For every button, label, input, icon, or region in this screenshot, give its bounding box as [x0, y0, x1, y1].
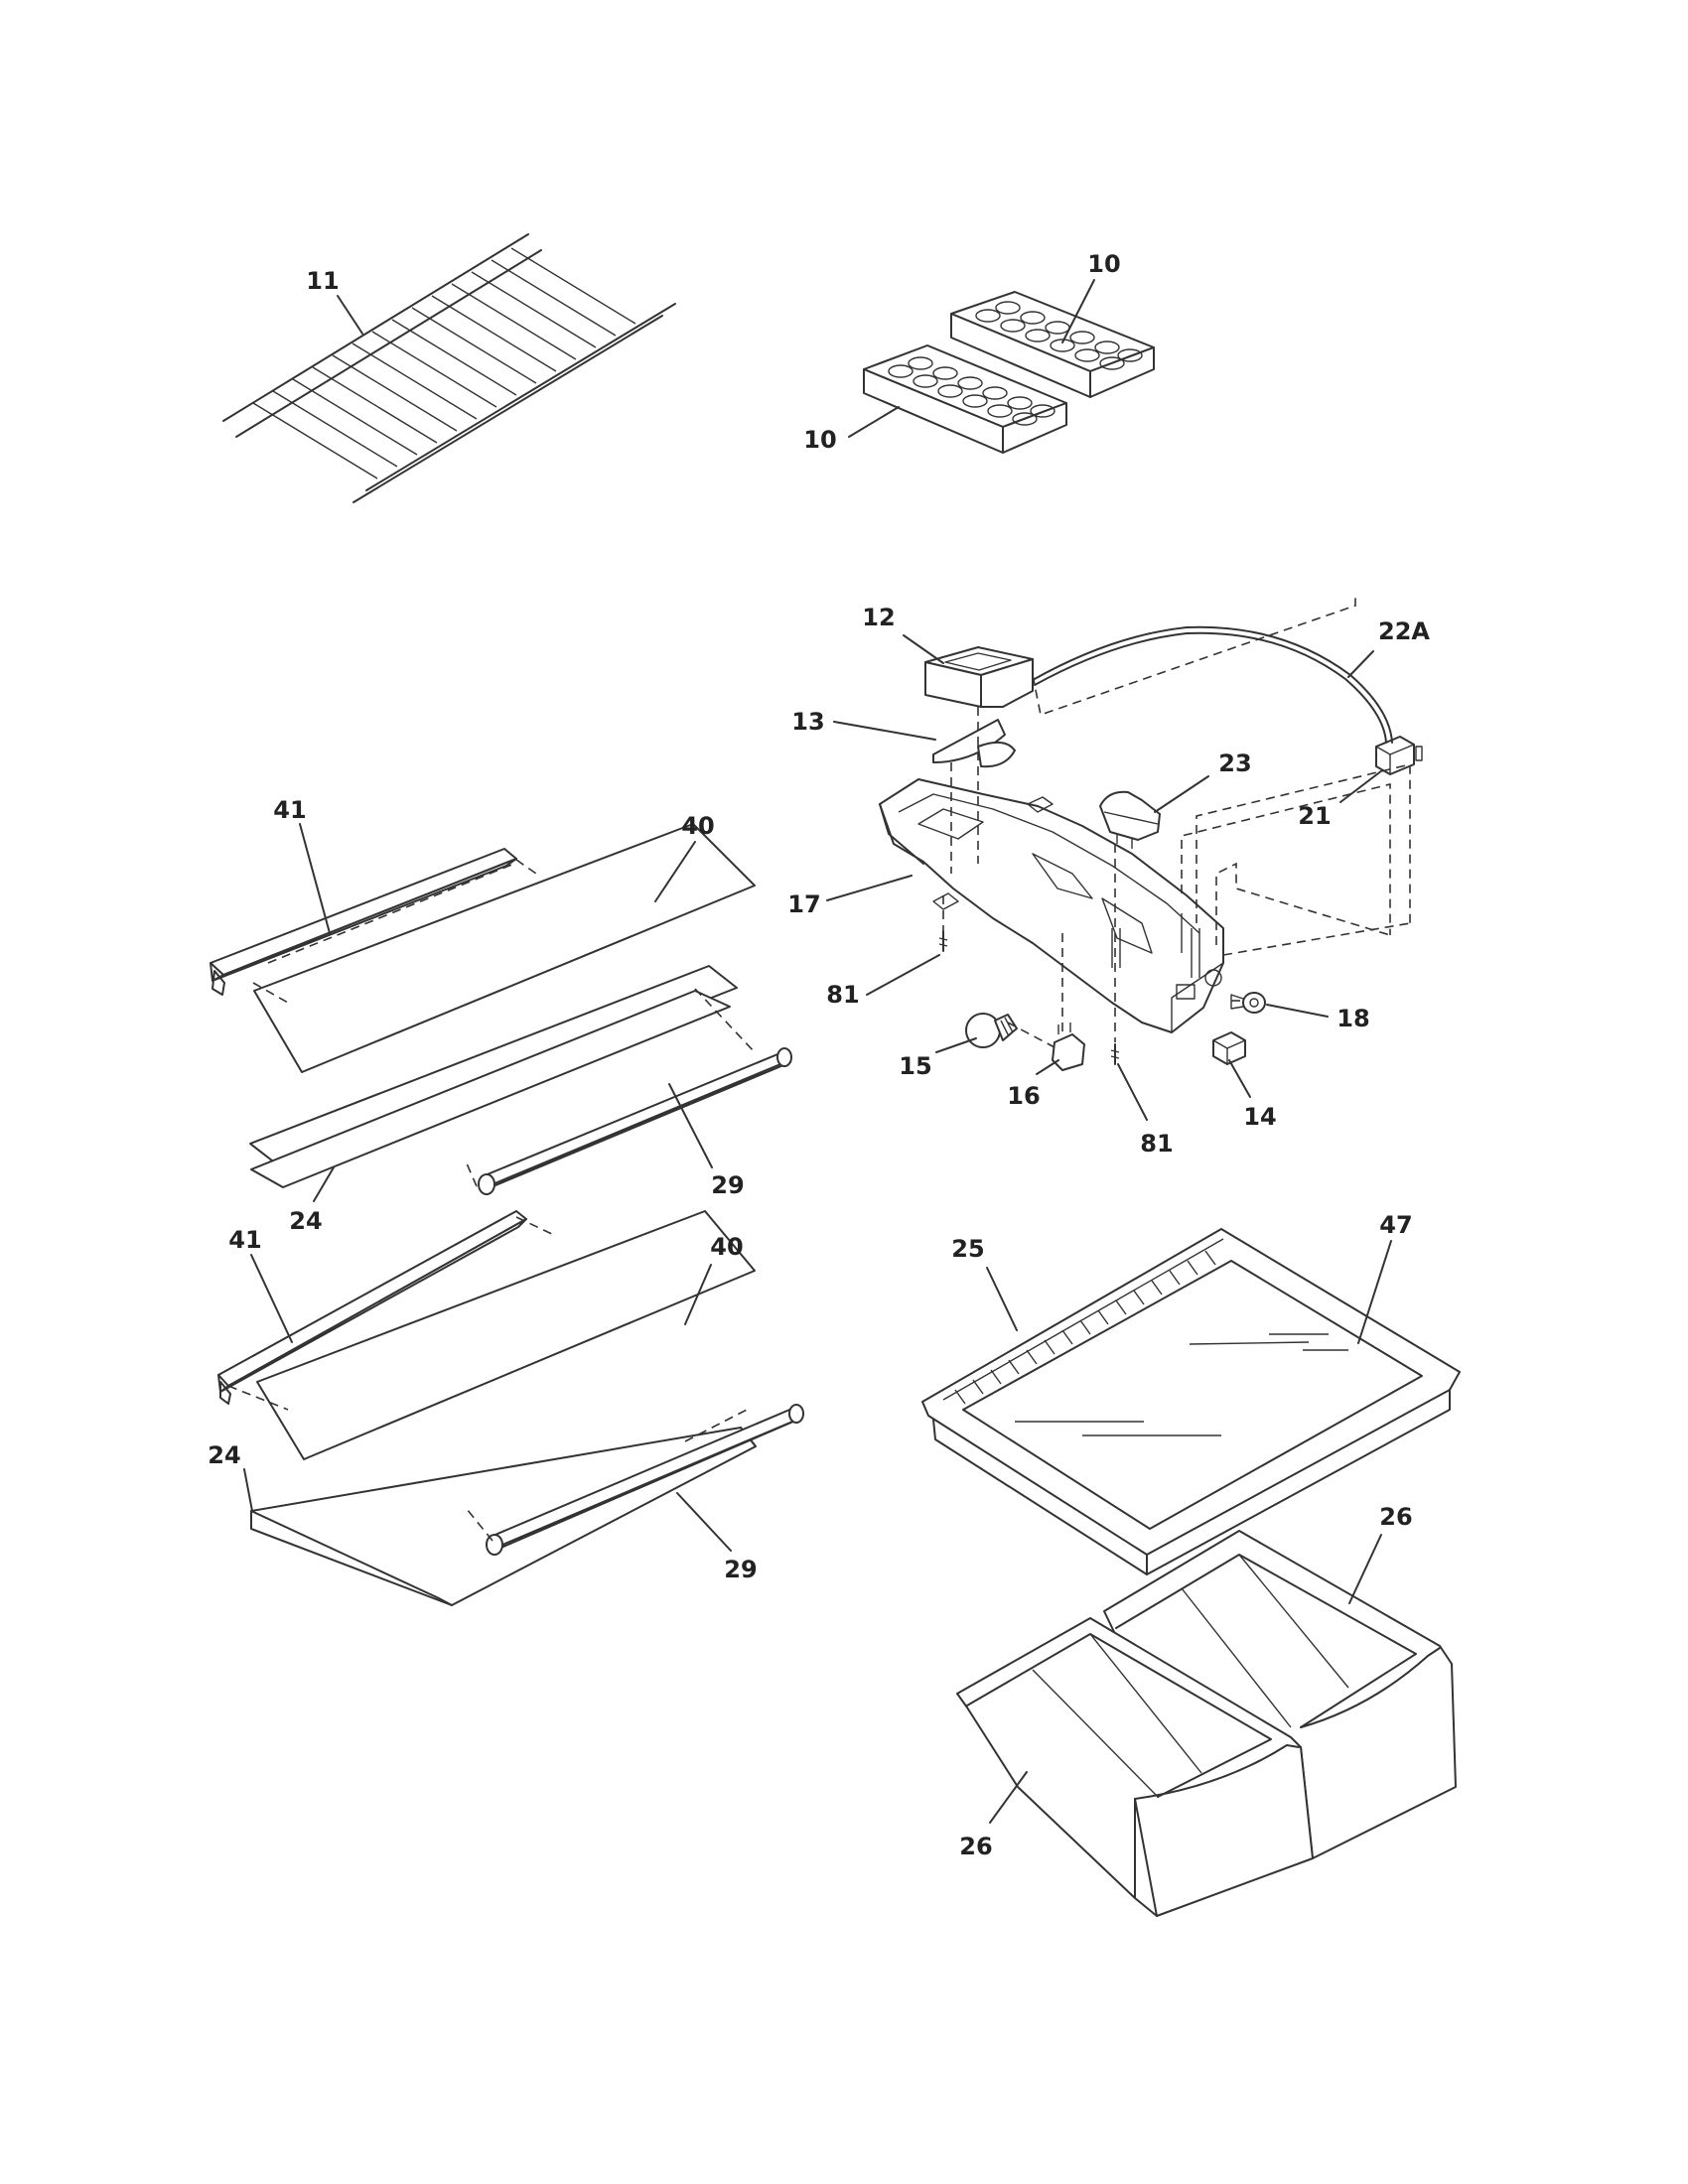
- callout-25: 25: [951, 1235, 984, 1263]
- light-housing-part-17: [879, 778, 1224, 1033]
- callout-14: 14: [1243, 1103, 1276, 1131]
- callout-26-back-pan: 26: [1379, 1503, 1412, 1531]
- ice-tray-part-10-lower: [863, 344, 1067, 454]
- ice-tray-part-10-upper: [950, 291, 1155, 398]
- callout-41-lower: 41: [228, 1226, 261, 1254]
- callout-16: 16: [1007, 1082, 1040, 1110]
- trim-part-41-lower: [217, 1210, 527, 1405]
- light-shield-part-12: [924, 646, 1034, 708]
- control-part-21: [1375, 736, 1423, 775]
- callout-22A: 22A: [1378, 617, 1430, 645]
- callout-10-lower-tray: 10: [803, 426, 836, 454]
- trim-part-29-upper: [478, 1047, 792, 1195]
- callout-13: 13: [791, 708, 824, 736]
- assembly-guides-light: [942, 596, 1411, 1048]
- callout-15: 15: [899, 1052, 931, 1080]
- bulb-part-15: [965, 1013, 1018, 1048]
- callout-40-upper: 40: [681, 812, 714, 840]
- trim-part-29-lower: [486, 1404, 804, 1556]
- switch-part-23: [1099, 790, 1161, 849]
- callout-23: 23: [1218, 750, 1251, 777]
- leader-lines: [243, 279, 1392, 1824]
- socket-part-18: [1230, 992, 1266, 1014]
- callout-29-lower: 29: [724, 1556, 757, 1583]
- callout-24-upper: 24: [289, 1207, 322, 1235]
- lens-part-13: [932, 719, 1016, 768]
- shelf-assembly-upper: [210, 823, 792, 1195]
- screw-part-81-left: [938, 930, 948, 952]
- callout-10-upper-tray: 10: [1087, 250, 1120, 278]
- crisper-cover-part-25-47: [921, 1228, 1461, 1575]
- callout-18: 18: [1336, 1005, 1369, 1032]
- callout-40-lower: 40: [710, 1233, 743, 1261]
- callout-24-lower: 24: [208, 1441, 240, 1469]
- callout-41-upper: 41: [273, 796, 306, 824]
- callout-26-front-pan: 26: [959, 1833, 992, 1860]
- screw-part-81-right: [1110, 1043, 1120, 1065]
- bulb-socket-part-16: [1052, 1023, 1085, 1071]
- crisper-pan-part-26-front: [956, 1617, 1314, 1917]
- trim-part-41-upper: [210, 848, 517, 996]
- callout-12: 12: [862, 604, 895, 631]
- switch-part-14: [1212, 1031, 1246, 1065]
- callout-17: 17: [787, 890, 820, 918]
- callout-81-left: 81: [826, 981, 859, 1009]
- shelf-assembly-lower: [217, 1210, 804, 1606]
- wire-harness-part-22A: [1032, 625, 1393, 744]
- callout-21: 21: [1298, 802, 1331, 830]
- callout-47: 47: [1379, 1211, 1412, 1239]
- wire-shelf-part-11: [222, 233, 676, 503]
- callout-81-right: 81: [1140, 1130, 1173, 1158]
- callout-11: 11: [306, 267, 339, 295]
- callout-29-upper: 29: [711, 1171, 744, 1199]
- callout-labels: 11 10 10 12 22A 13 23 21 17 81 18 15 16 …: [208, 250, 1430, 1860]
